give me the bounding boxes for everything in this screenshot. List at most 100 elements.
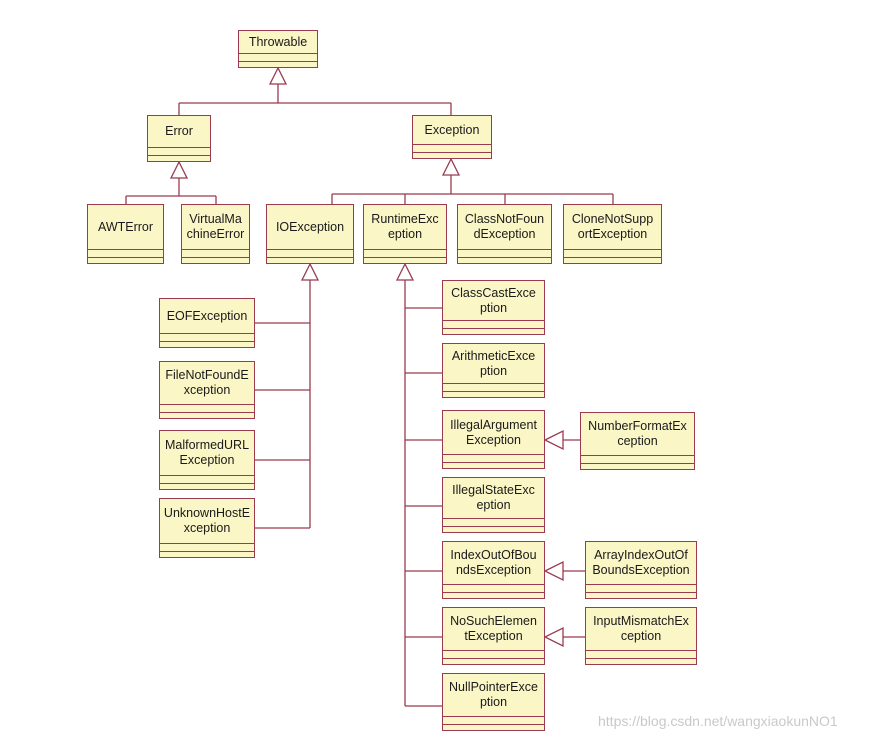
class-box-error: Error — [147, 115, 211, 162]
class-name-line: IOException — [275, 219, 345, 234]
exception-arrowhead — [441, 157, 461, 176]
attributes-compartment-divider — [443, 650, 544, 651]
class-name-line: AWTError — [97, 219, 154, 234]
class-name-line: VirtualMa — [189, 212, 242, 226]
operations-compartment-divider — [160, 551, 254, 552]
operations-compartment-divider — [160, 341, 254, 342]
class-name-line: xception — [183, 383, 231, 397]
attributes-compartment-divider — [443, 716, 544, 717]
class-name-line: dException — [473, 227, 536, 241]
class-name-line: RuntimeExc — [371, 212, 439, 226]
operations-compartment-divider — [443, 658, 544, 659]
operations-compartment-divider — [581, 463, 694, 464]
attributes-compartment-divider — [458, 249, 551, 250]
attributes-compartment-divider — [182, 249, 249, 250]
attributes-compartment-divider — [88, 249, 163, 250]
class-name-line: InputMismatchEx — [593, 614, 689, 628]
class-box-awt-error: AWTError — [87, 204, 164, 264]
operations-compartment-divider — [443, 724, 544, 725]
illegal-argument-arrowhead — [543, 429, 564, 451]
class-name-line: ClassCastExce — [451, 285, 536, 300]
class-name-line: NullPointerExce — [449, 680, 538, 694]
operations-compartment-divider — [586, 592, 696, 593]
operations-compartment-divider — [160, 483, 254, 484]
class-box-eof-exception: EOFException — [159, 298, 255, 348]
attributes-compartment-divider — [160, 543, 254, 544]
operations-compartment-divider — [160, 412, 254, 413]
class-name-line: NoSuchElemen — [450, 614, 537, 628]
operations-compartment-divider — [586, 658, 696, 659]
attributes-compartment-divider — [364, 249, 446, 250]
attributes-compartment-divider — [443, 320, 544, 321]
attributes-compartment-divider — [148, 147, 210, 148]
class-name-line: Exception — [179, 453, 235, 467]
operations-compartment-divider — [413, 152, 491, 153]
attributes-compartment-divider — [267, 249, 353, 250]
operations-compartment-divider — [148, 155, 210, 156]
operations-compartment-divider — [443, 462, 544, 463]
watermark: https://blog.csdn.net/wangxiaokunNO1 — [598, 713, 838, 729]
attributes-compartment-divider — [586, 584, 696, 585]
class-name: AWTError — [88, 205, 163, 249]
class-name-line: Throwable — [248, 34, 308, 49]
io-exception-arrowhead — [300, 262, 320, 281]
attributes-compartment-divider — [443, 454, 544, 455]
operations-compartment-divider — [88, 257, 163, 258]
throwable-arrowhead — [268, 66, 288, 85]
attributes-compartment-divider — [413, 144, 491, 145]
attributes-compartment-divider — [160, 404, 254, 405]
class-name-line: ception — [620, 629, 662, 643]
class-name-line: NumberFormatEx — [588, 419, 687, 433]
class-name-line: FileNotFoundE — [165, 368, 249, 382]
class-name-line: IllegalArgument — [450, 417, 537, 432]
class-name-line: chineError — [186, 227, 245, 241]
class-name: Exception — [413, 116, 491, 144]
class-name-line: ption — [479, 363, 508, 378]
operations-compartment-divider — [443, 526, 544, 527]
error-arrowhead — [169, 160, 189, 179]
class-name: IOException — [267, 205, 353, 249]
class-name-line: ArrayIndexOutOf — [594, 548, 688, 562]
class-name-line: MalformedURL — [164, 438, 250, 452]
attributes-compartment-divider — [564, 249, 661, 250]
class-name-line: ption — [479, 695, 508, 709]
attributes-compartment-divider — [443, 383, 544, 384]
class-name-line: eption — [387, 227, 423, 241]
class-name-line: Exception — [466, 432, 521, 447]
operations-compartment-divider — [239, 61, 317, 62]
class-name-line: xception — [183, 521, 231, 535]
class-box-io-exception: IOException — [266, 204, 354, 264]
index-out-of-bounds-arrowhead — [543, 560, 564, 582]
attributes-compartment-divider — [160, 333, 254, 334]
class-name: Throwable — [239, 31, 317, 53]
class-name-line: IndexOutOfBou — [450, 548, 537, 562]
class-name-line: CloneNotSupp — [571, 212, 654, 226]
operations-compartment-divider — [443, 391, 544, 392]
operations-compartment-divider — [443, 328, 544, 329]
class-name: EOFException — [160, 299, 254, 333]
